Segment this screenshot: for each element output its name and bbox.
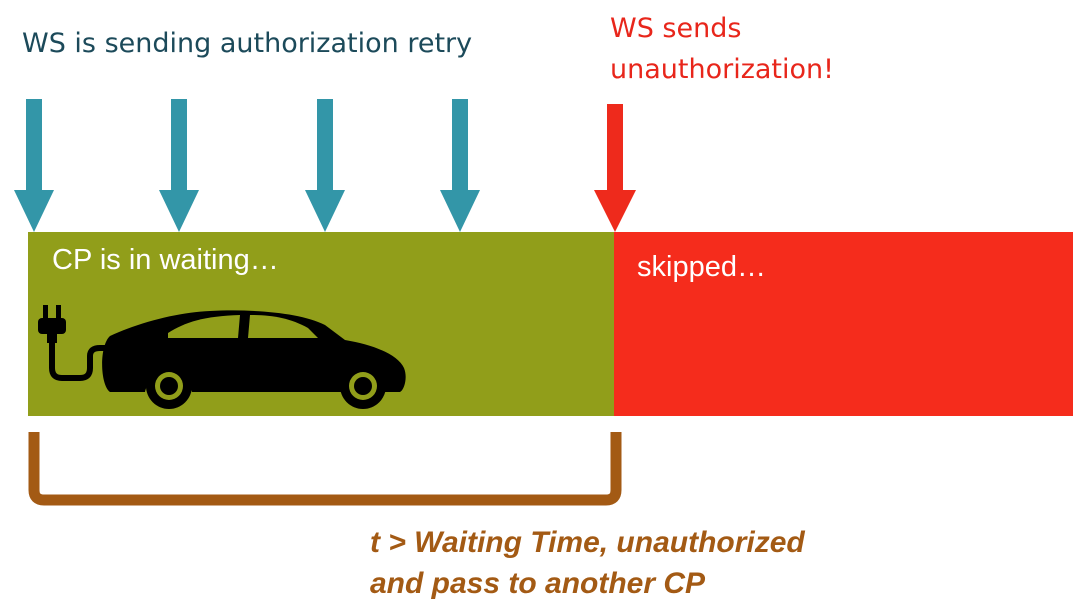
- retry-arrows: [14, 99, 480, 232]
- conclusion-text: t > Waiting Time, unauthorized and pass …: [370, 522, 805, 604]
- retry-arrow: [159, 99, 199, 232]
- unauthorization-title-line2: unauthorization!: [610, 54, 834, 85]
- waiting-label: CP is in waiting…: [52, 244, 279, 276]
- waiting-time-bracket: [28, 432, 622, 506]
- conclusion-line1: t > Waiting Time, unauthorized: [370, 526, 805, 559]
- skipped-label: skipped…: [637, 251, 766, 283]
- plug-icon: [38, 305, 115, 381]
- retry-arrow: [440, 99, 480, 232]
- conclusion-line2: and pass to another CP: [370, 567, 706, 600]
- skipped-bar: [614, 232, 1073, 416]
- unauthorization-arrow: [594, 104, 636, 232]
- retry-arrow: [305, 99, 345, 232]
- retry-title: WS is sending authorization retry: [22, 28, 473, 59]
- unauthorization-title-line1: WS sends: [610, 13, 742, 44]
- unauthorization-title: WS sends unauthorization!: [610, 8, 834, 90]
- ev-car-icon: [102, 310, 406, 409]
- retry-arrow: [14, 99, 54, 232]
